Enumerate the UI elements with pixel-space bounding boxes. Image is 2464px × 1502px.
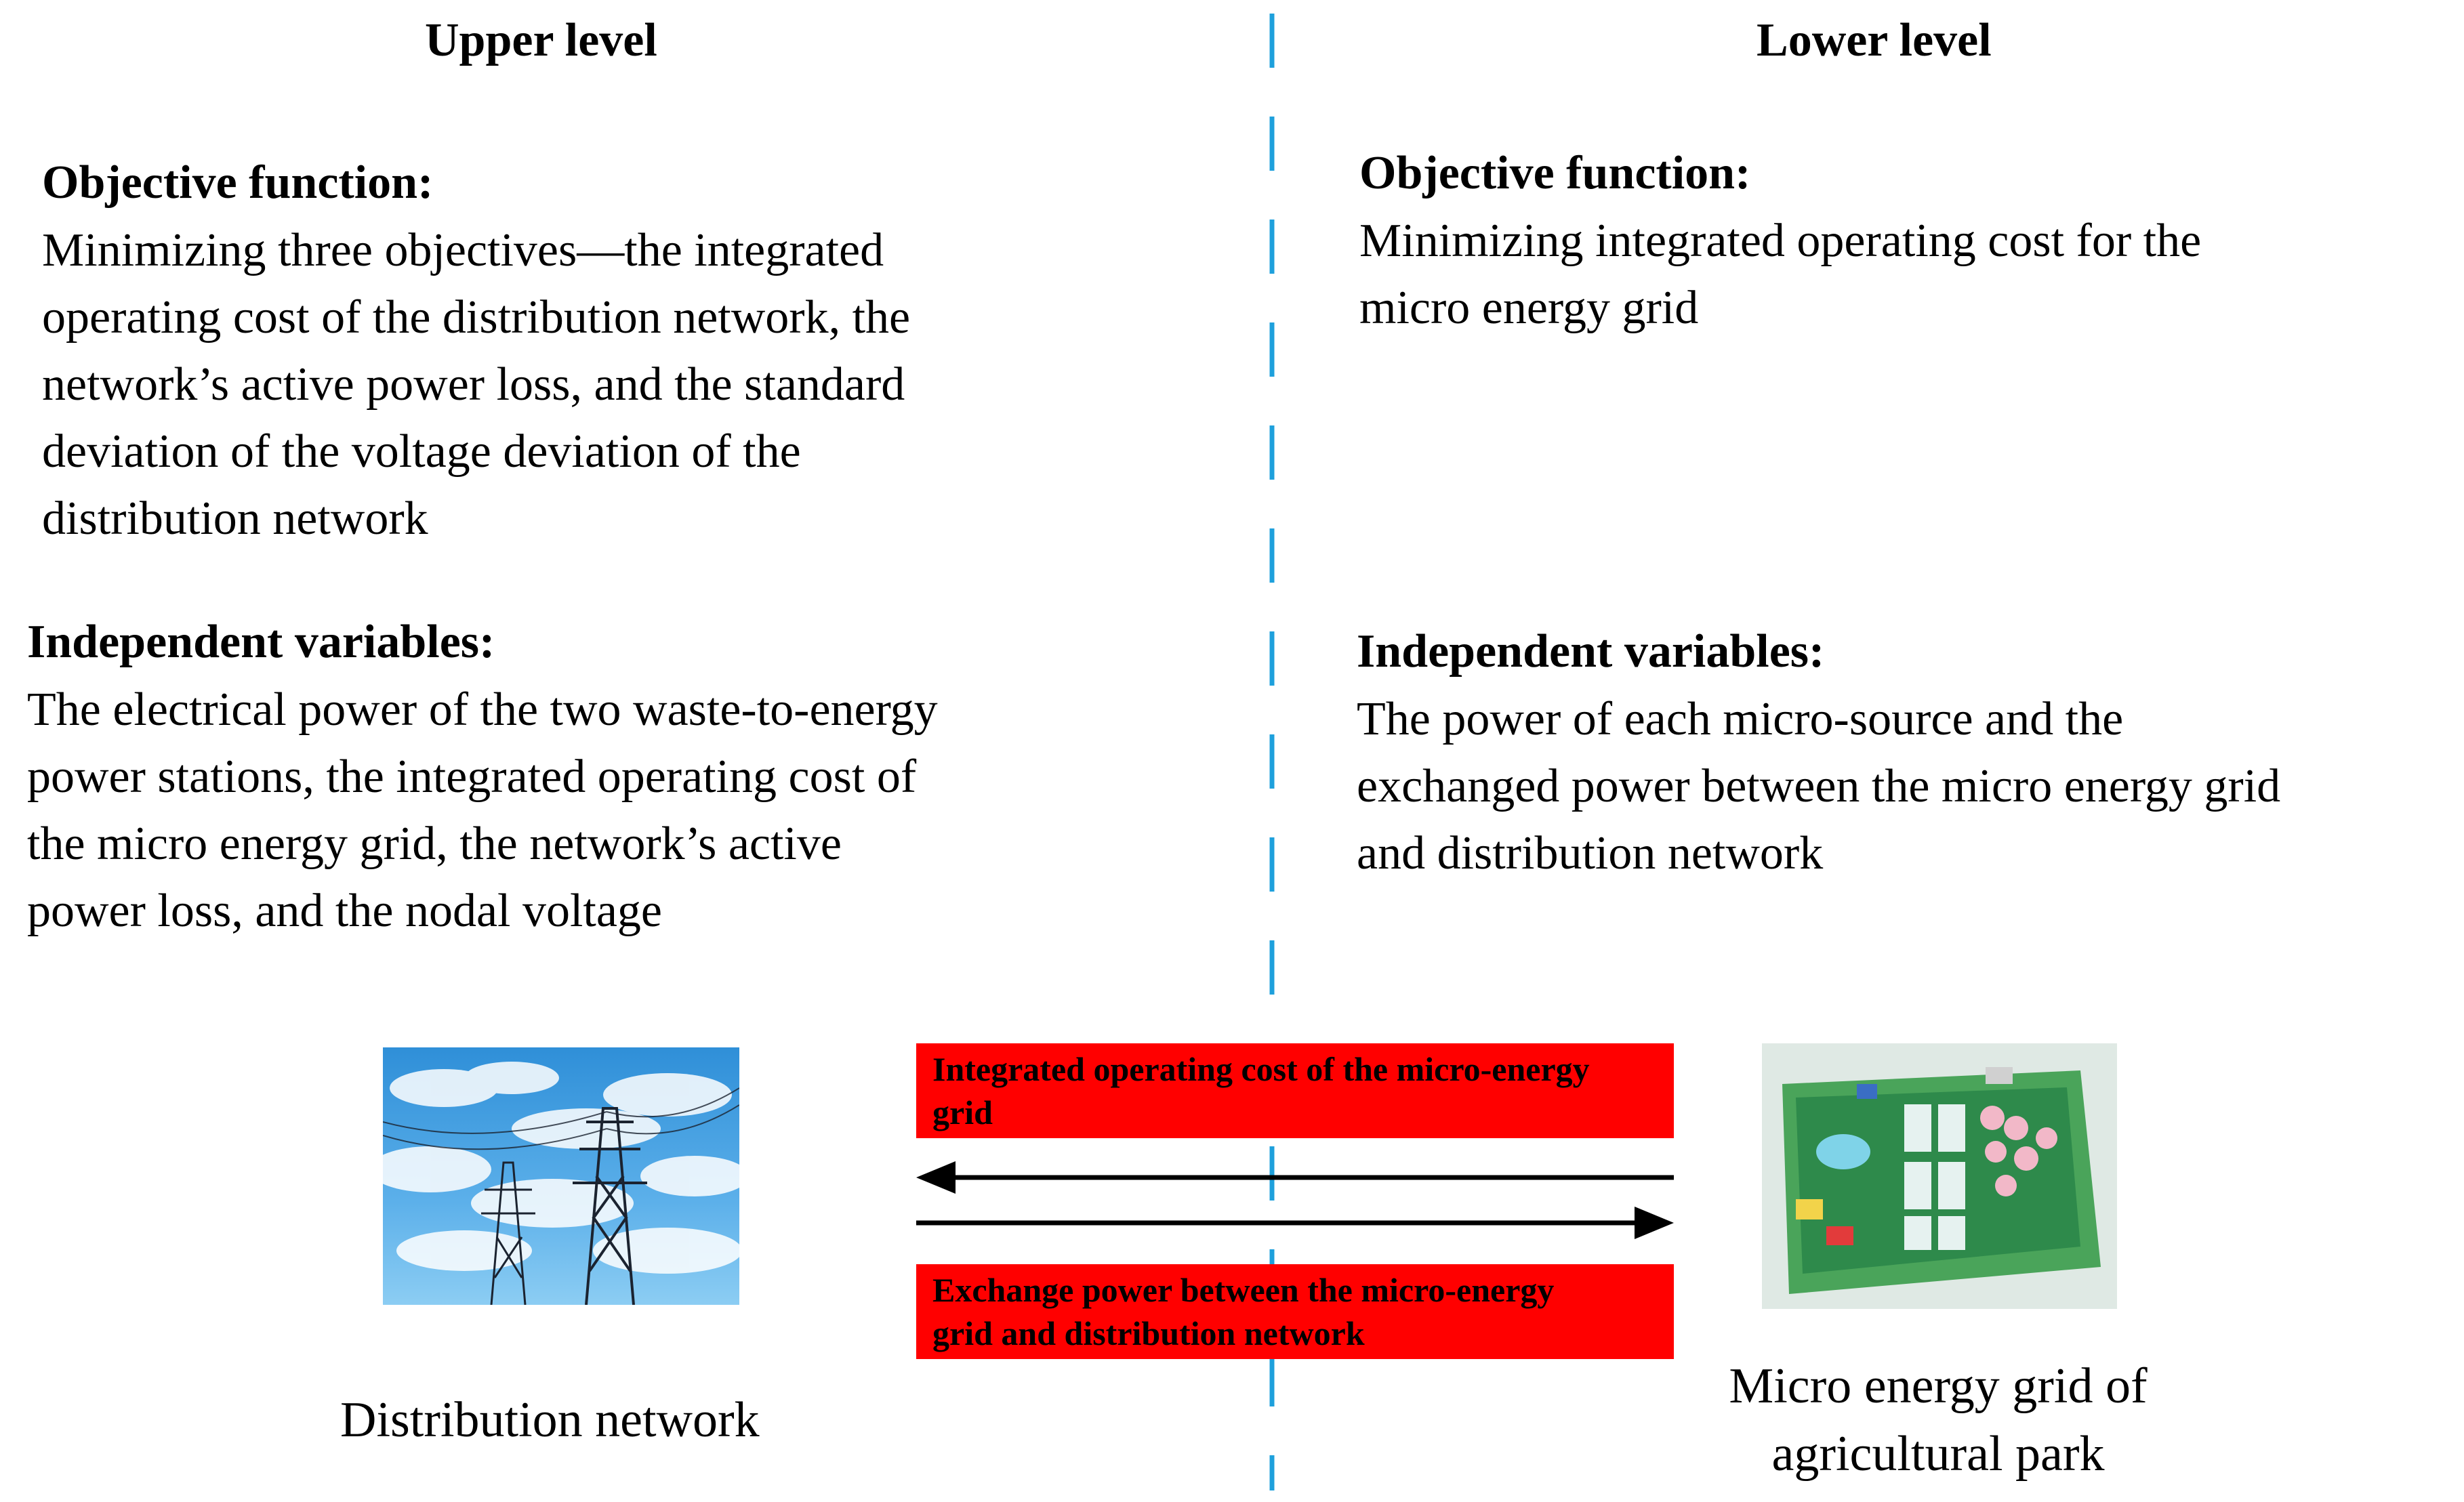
upper-objective-line: Minimizing three objectives—the integrat…: [42, 224, 884, 276]
upper-objective-line: network’s active power loss, and the sta…: [42, 358, 905, 411]
microgrid-label: Micro energy grid of agricultural park: [1694, 1352, 2182, 1488]
exchange-flow-line: grid and distribution network: [932, 1314, 1365, 1352]
upper-variables-line: power loss, and the nodal voltage: [27, 885, 663, 937]
exchange-flow-box: Exchange power between the micro-energy …: [916, 1264, 1674, 1359]
upper-variables-section: Independent variables: The electrical po…: [27, 608, 938, 944]
upper-variables-line: the micro energy grid, the network’s act…: [27, 818, 842, 870]
upper-objective-line: operating cost of the distribution netwo…: [42, 291, 911, 343]
upper-objective-line: deviation of the voltage deviation of th…: [42, 425, 801, 478]
cost-flow-box: Integrated operating cost of the micro-e…: [916, 1043, 1674, 1138]
microgrid-label-line: Micro energy grid of: [1729, 1358, 2148, 1414]
distribution-network-image: [369, 1047, 749, 1306]
arrow-right-exchange: [916, 1207, 1674, 1239]
lower-objective-section: Objective function: Minimizing integrate…: [1359, 140, 2201, 341]
lower-variables-line: exchanged power between the micro energy…: [1357, 760, 2281, 812]
lower-variables-section: Independent variables: The power of each…: [1357, 618, 2280, 887]
cost-flow-line: grid: [932, 1093, 993, 1131]
upper-variables-line: The electrical power of the two waste-to…: [27, 684, 938, 736]
lower-variables-line: The power of each micro-source and the: [1357, 693, 2124, 745]
exchange-flow-line: Exchange power between the micro-energy: [932, 1271, 1555, 1309]
upper-objective-line: distribution network: [42, 493, 428, 545]
lower-variables-heading: Independent variables:: [1357, 625, 1825, 677]
arrow-left-cost: [916, 1161, 1674, 1194]
upper-variables-heading: Independent variables:: [27, 616, 495, 668]
distribution-network-label: Distribution network: [340, 1392, 760, 1448]
microgrid-label-line: agricultural park: [1771, 1426, 2105, 1482]
upper-level-title: Upper level: [425, 14, 657, 66]
agricultural-park-image: [1762, 1043, 2117, 1309]
upper-objective-section: Objective function: Minimizing three obj…: [42, 149, 910, 552]
lower-objective-heading: Objective function:: [1359, 147, 1751, 199]
lower-level-title: Lower level: [1757, 14, 1992, 66]
lower-objective-line: Minimizing integrated operating cost for…: [1359, 215, 2202, 267]
upper-variables-line: power stations, the integrated operating…: [27, 751, 917, 803]
lower-variables-line: and distribution network: [1357, 827, 1824, 879]
lower-objective-line: micro energy grid: [1359, 282, 1699, 334]
cost-flow-line: Integrated operating cost of the micro-e…: [932, 1050, 1590, 1088]
upper-objective-heading: Objective function:: [42, 157, 434, 209]
